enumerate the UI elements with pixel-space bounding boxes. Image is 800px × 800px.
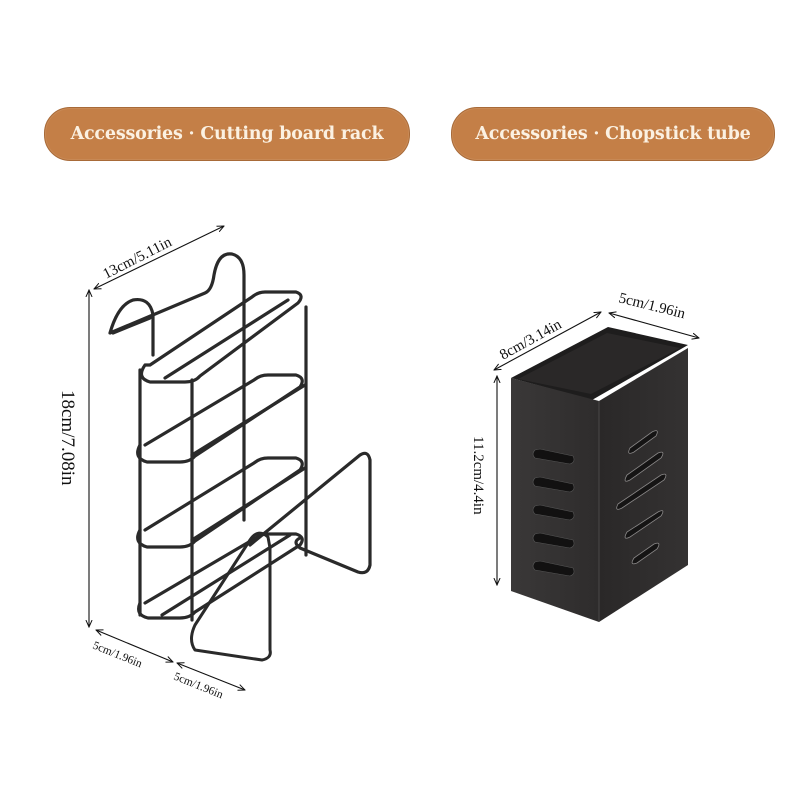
chopstick-tube-image [511,327,688,622]
rack-width-label: 13cm/5.11in [101,234,175,282]
rack-dimensions [89,226,245,690]
cutting-board-rack-image [108,252,372,662]
rack-height-label: 18cm/7.08in [57,390,78,486]
width-arrow [94,226,224,289]
tube-height-label: 11.2cm/4.4in [470,436,486,515]
rack-depth-label-1: 5cm/1.96in [91,640,144,671]
depth-arrow-2 [177,663,245,690]
badge-chopstick-tube: Accessories · Chopstick tube [451,107,775,161]
badge-label: Accessories · Chopstick tube [475,124,751,144]
tube-dimensions [494,312,699,585]
depth-arrow [494,312,601,370]
depth-arrow-1 [96,630,173,662]
rack-depth-label-2: 5cm/1.96in [172,671,225,702]
width-arrow [609,313,699,338]
badge-label: Accessories · Cutting board rack [70,124,384,144]
badge-cutting-board-rack: Accessories · Cutting board rack [44,107,410,161]
